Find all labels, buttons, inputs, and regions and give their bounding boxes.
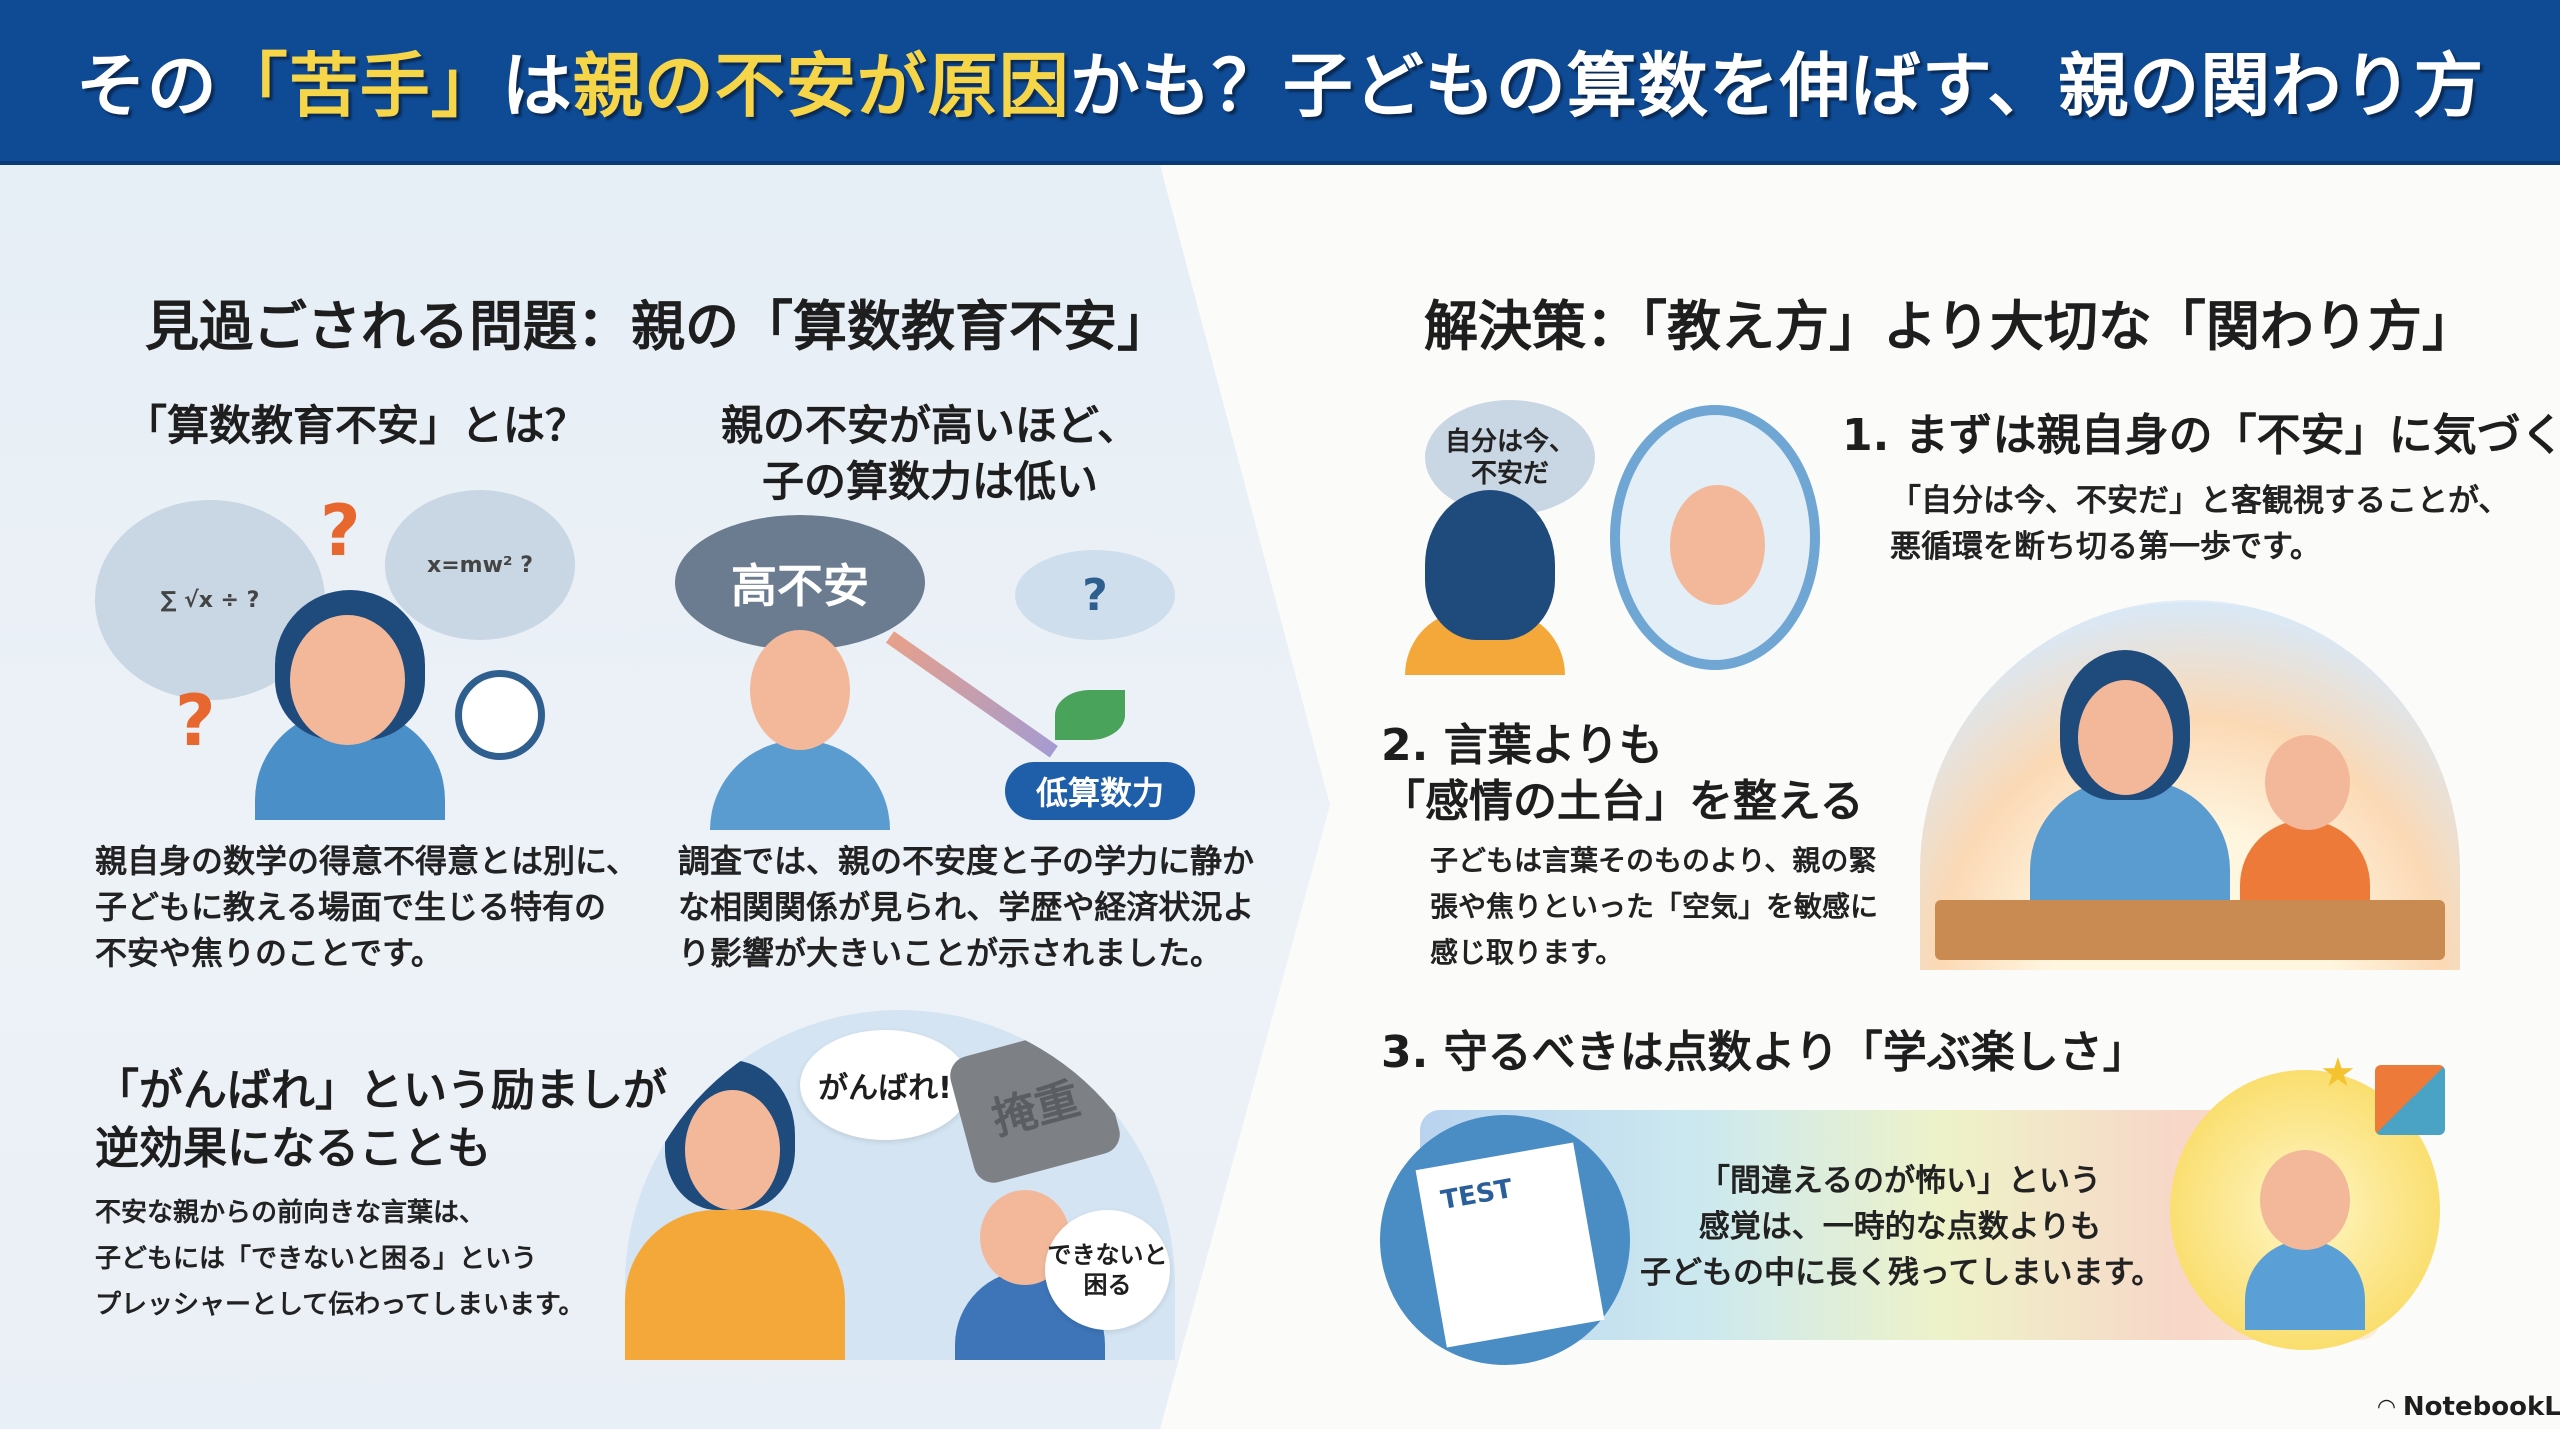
self-aware-thought-cloud: 自分は今、不安だ [1425, 400, 1595, 515]
high-anxiety-cloud: 高不安 [675, 515, 925, 650]
solution-heading: 解決策：「教え方」より大切な「関わり方」 [1424, 295, 2476, 358]
child-thought-bubble: できないと困る [1045, 1210, 1170, 1330]
correlation-illustration: 高不安 ? 低算数力 [670, 510, 1200, 830]
header-banner: その「苦手」は親の不安が原因かも？子どもの算数を伸ばす、親の関わり方 [0, 0, 2560, 165]
mirror-illustration: 自分は今、不安だ [1405, 400, 1825, 675]
correlation-body: 調査では、親の不安度と子の学力に静かな相関関係が見られ、学歴や経済状況より影響が… [678, 842, 1255, 972]
desk [1935, 900, 2445, 960]
weight-icon: 掩重 [945, 1022, 1125, 1188]
parent-body [710, 740, 890, 830]
star-icon: ★ [2320, 1050, 2356, 1096]
encouragement-body: 不安な親からの前向きな言葉は、子どもには「できないと困る」というプレッシャーとし… [95, 1198, 585, 1320]
downward-arrow [885, 631, 1058, 758]
page-title: その「苦手」は親の不安が原因かも？子どもの算数を伸ばす、親の関わり方 [75, 45, 2485, 127]
question-mark-icon: ? [320, 490, 361, 572]
step-3-body: 「間違えるのが怖い」という感覚は、一時的な点数よりも子どもの中に長く残ってしまい… [1640, 1163, 2163, 1291]
problem-heading: 見過ごされる問題：親の「算数教育不安」 [145, 295, 1171, 358]
encouragement-speech-bubble: がんばれ! [800, 1030, 970, 1140]
definition-subheading: 「算数教育不安」とは？ [125, 401, 588, 450]
question-cloud: ? [1015, 550, 1175, 640]
parent-body [625, 1210, 845, 1360]
parent-face [685, 1090, 780, 1210]
math-formula-cloud: x=mw² ? [385, 490, 575, 640]
parent-face [2078, 680, 2173, 795]
mirror-icon [1610, 405, 1820, 670]
pressure-illustration: がんばれ! 掩重 できないと困る [625, 1010, 1175, 1360]
child-face [2260, 1150, 2350, 1250]
step-1-title: 1. まずは親自身の「不安」に気づく [1842, 410, 2560, 461]
torn-test-illustration: TEST [1380, 1115, 1630, 1365]
step-1-body: 「自分は今、不安だ」と客観視することが、悪循環を断ち切る第一歩です。 [1890, 483, 2510, 565]
stopwatch-icon [455, 670, 545, 760]
notebooklm-brand: ◠NotebookLM [2378, 1392, 2560, 1422]
step-3-title: 3. 守るべきは点数より「学ぶ楽しさ」 [1381, 1027, 2147, 1078]
sprout-icon [1055, 690, 1125, 740]
puzzle-icon [2375, 1065, 2445, 1135]
parent-hair [1425, 490, 1555, 640]
happy-child-illustration: ★ [2170, 1050, 2445, 1350]
low-math-ability-pill: 低算数力 [1005, 762, 1195, 820]
child-body [2245, 1240, 2365, 1330]
parent-face [750, 630, 850, 750]
test-paper-icon: TEST [1415, 1142, 1605, 1348]
definition-body: 親自身の数学の得意不得意とは別に、子どもに教える場面で生じる特有の不安や焦りのこ… [95, 842, 639, 972]
child-face [2265, 735, 2350, 830]
correlation-subheading: 親の不安が高いほど、子の算数力は低い [721, 401, 1139, 506]
encouragement-heading: 「がんばれ」という励ましが逆効果になることも [95, 1065, 667, 1174]
anxious-parent-illustration: ∑ √x ÷ ? x=mw² ? ? ? [95, 480, 575, 820]
step-2-body: 子どもは言葉そのものより、親の緊張や焦りといった「空気」を敏感に感じ取ります。 [1430, 844, 1879, 969]
step-2-title: 2. 言葉よりも「感情の土台」を整える [1381, 720, 1864, 827]
notebooklm-logo-icon: ◠ [2378, 1394, 2395, 1420]
parent-face [290, 615, 405, 745]
question-mark-icon: ? [175, 680, 216, 762]
parent-child-study-illustration [1920, 600, 2460, 970]
